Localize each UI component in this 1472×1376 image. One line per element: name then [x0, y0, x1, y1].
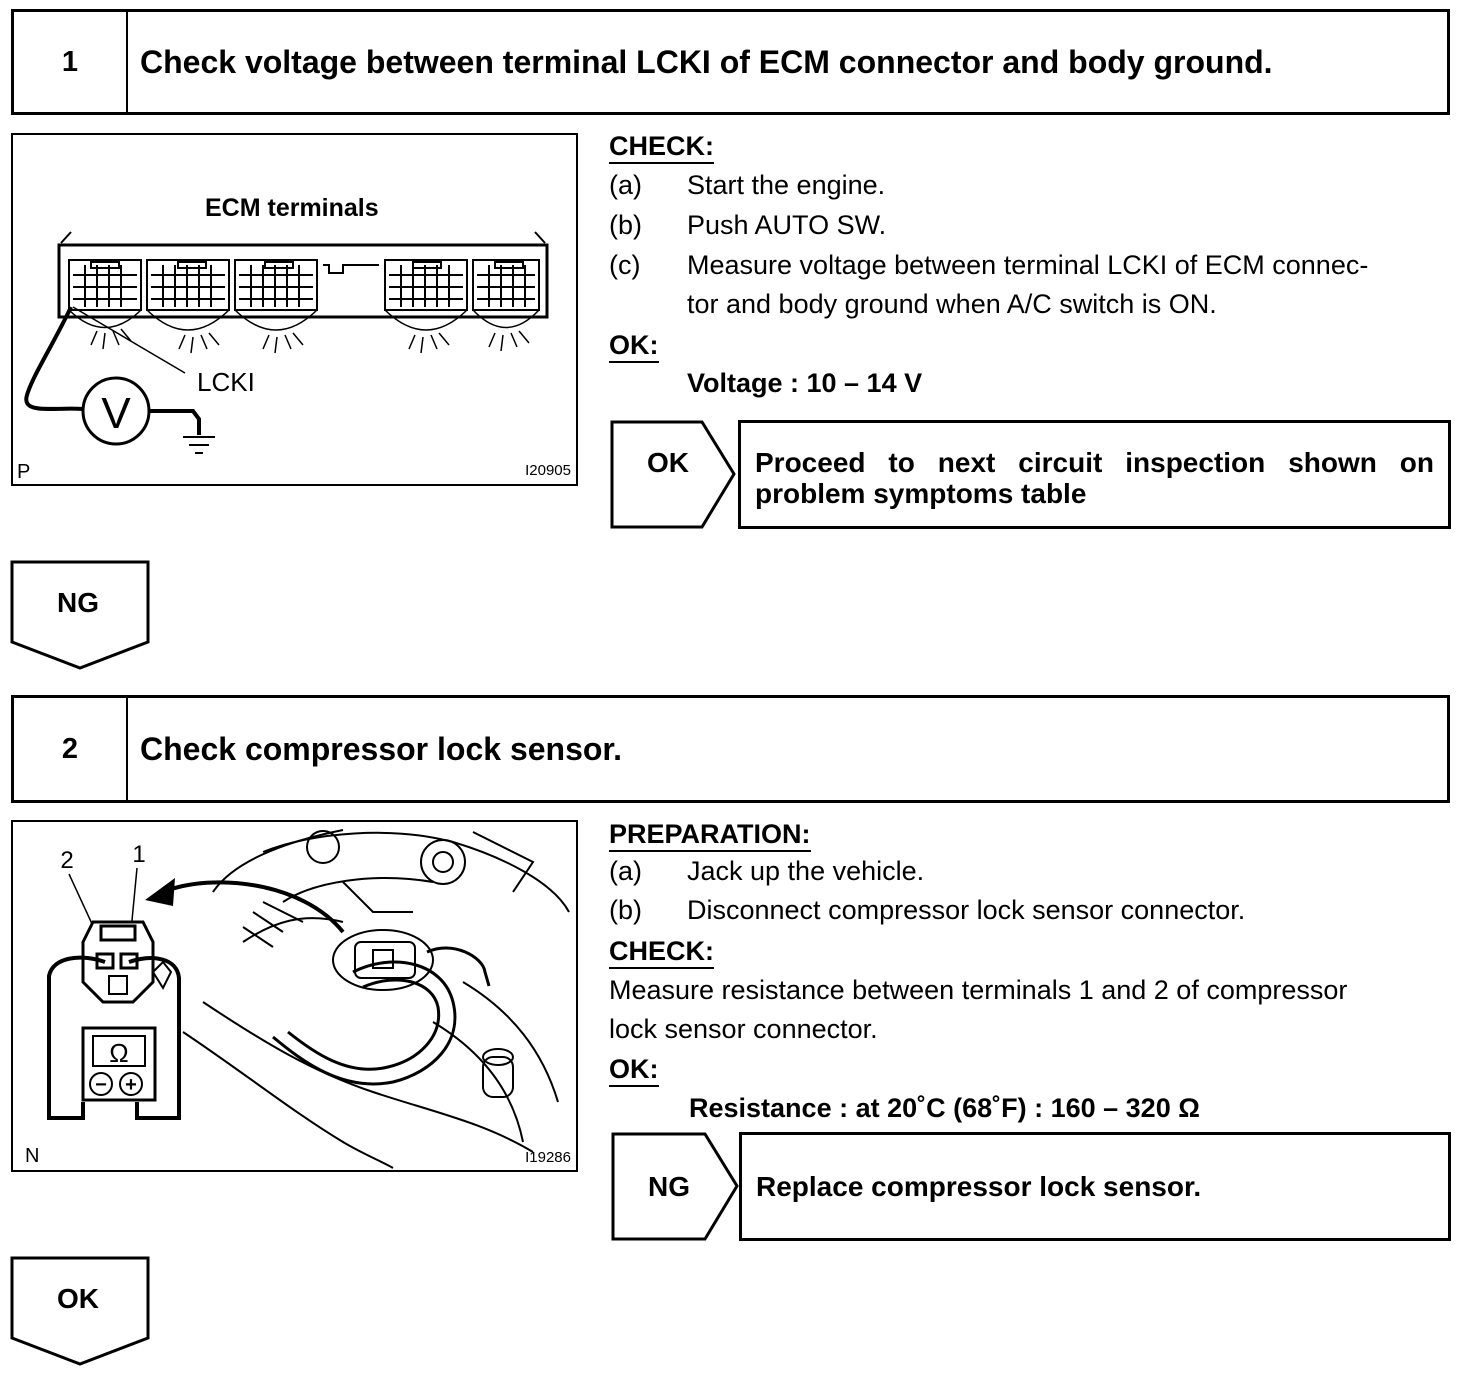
- step-1-header: 1 Check voltage between terminal LCKI of…: [11, 9, 1450, 115]
- check-text-line-2: lock sensor connector.: [609, 1014, 878, 1044]
- branch-label: NG: [648, 1171, 690, 1202]
- figure-code: I20905: [525, 462, 571, 479]
- check-item-a: (a) Start the engine.: [609, 170, 886, 200]
- figure-corner-letter: N: [25, 1145, 39, 1167]
- ok-down-arrow: OK: [10, 1256, 150, 1366]
- ok-spec: Voltage : 10 – 14 V: [687, 368, 923, 398]
- pointer-arrow-head: [145, 878, 175, 906]
- compressor-sensor-figure: 2 1 Ω − + N I19286: [11, 820, 578, 1172]
- prep-item-b: (b) Disconnect compressor lock sensor co…: [609, 895, 1246, 925]
- minus-terminal-icon: [89, 1072, 113, 1096]
- check-item-b: (b) Push AUTO SW.: [609, 210, 887, 240]
- figure-caption: ECM terminals: [205, 194, 379, 222]
- ok-heading: OK:: [609, 330, 659, 363]
- terminal-2-label: 2: [60, 847, 73, 874]
- ng-branch-arrow: NG: [611, 1132, 739, 1241]
- probe-lead-right: [128, 956, 181, 1120]
- probe-lead: [24, 306, 84, 411]
- lcki-leader-line: [72, 306, 186, 374]
- check-item-c: (c) Measure voltage between terminal LCK…: [609, 250, 1369, 319]
- probe-lead-left: [47, 955, 106, 1120]
- step-2-header: 2 Check compressor lock sensor.: [11, 695, 1450, 803]
- ok-spec: Resistance : at 20˚C (68˚F) : 160 – 320 …: [689, 1093, 1200, 1123]
- compressor-sensor-illustration: 2 1 Ω − + N I19286: [25, 829, 571, 1169]
- step-number: 1: [14, 12, 128, 112]
- ok-result-box: Proceed to next circuit inspection shown…: [738, 420, 1451, 529]
- plus-symbol: +: [125, 1074, 137, 1096]
- ohmmeter-symbol: Ω: [109, 1038, 128, 1068]
- lcki-label: LCKI: [197, 367, 255, 397]
- engine-sketch: [182, 829, 570, 1169]
- plus-terminal-icon: [119, 1072, 143, 1096]
- next-label: NG: [57, 587, 99, 618]
- check-text-line-1: Measure resistance between terminals 1 a…: [609, 975, 1348, 1005]
- check-heading: CHECK:: [609, 131, 714, 164]
- ok-branch-arrow: OK: [610, 420, 736, 529]
- terminal-blocks: [68, 259, 540, 311]
- sensor-connector-face: [81, 920, 173, 1004]
- step-title: Check compressor lock sensor.: [140, 730, 622, 767]
- terminal-1-label: 1: [132, 841, 145, 868]
- minus-symbol: −: [95, 1074, 107, 1096]
- voltmeter-symbol: V: [101, 389, 131, 438]
- connector-housing: [57, 243, 549, 319]
- ground-icon: [183, 436, 215, 454]
- step-title: Check voltage between terminal LCKI of E…: [140, 43, 1273, 80]
- next-label: OK: [57, 1283, 99, 1314]
- check-heading: CHECK:: [609, 936, 714, 969]
- ecm-terminals-figure: ECM terminals: [11, 133, 578, 486]
- ok-heading: OK:: [609, 1054, 659, 1087]
- wire-harness: [68, 309, 540, 354]
- ecm-connector-illustration: ECM terminals: [17, 194, 571, 483]
- ng-down-arrow: NG: [10, 560, 150, 670]
- figure-corner-letter: P: [17, 461, 30, 483]
- preparation-heading: PREPARATION:: [609, 819, 811, 852]
- ng-result-box: Replace compressor lock sensor.: [739, 1132, 1451, 1241]
- pointer-arrow: [162, 880, 345, 934]
- figure-code: I19286: [525, 1149, 571, 1166]
- branch-label: OK: [647, 447, 689, 478]
- step-number: 2: [14, 698, 128, 800]
- prep-item-a: (a) Jack up the vehicle.: [609, 856, 925, 886]
